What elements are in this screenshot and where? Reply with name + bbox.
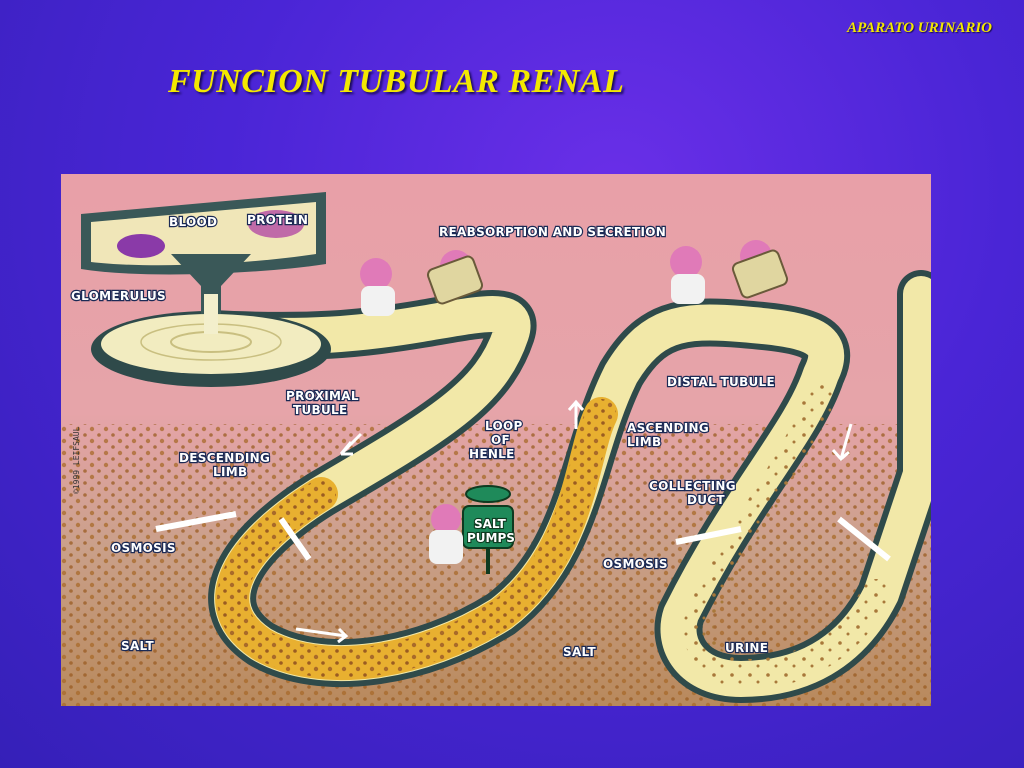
worker-figure-icon [360,258,395,316]
flow-arrow [567,399,585,429]
collecting-duct-dots [683,379,891,690]
tubule-diagram-svg: BLOOD PROTEIN REABSORPTION AND SECRETION… [61,192,931,706]
illustration-credit: ©1999 LEIFSAUL [72,426,81,494]
label-loop-2: OF [491,433,510,447]
worker-figure-icon [429,504,463,564]
label-loop-3: HENLE [469,447,515,461]
flow-arrow [295,627,349,644]
osmosis-arrow [278,517,312,561]
funnel [171,254,251,314]
label-salt-pumps-1: SALT [474,517,507,531]
kidney-tubule-illustration: BLOOD PROTEIN REABSORPTION AND SECRETION… [61,174,931,706]
slide-title: FUNCION TUBULAR RENAL [168,63,625,100]
funnel-stream [204,294,218,334]
salt-pump-machine [462,485,514,574]
glomerulus-fluid [101,314,321,374]
slide-header: APARATO URINARIO [847,20,992,36]
label-ascending-2: LIMB [627,435,661,449]
worker-figure-icon [670,246,705,304]
label-collecting-1: COLLECTING [649,479,736,493]
jar-icon [731,249,789,299]
osmosis-arrow [155,511,237,532]
label-collecting-2: DUCT [687,493,725,507]
label-proximal-1: PROXIMAL [286,389,359,403]
label-proximal-2: TUBULE [293,403,347,417]
protein-blob-icon [248,210,304,238]
label-protein: PROTEIN [247,213,308,227]
label-loop-1: LOOP [485,419,523,433]
loop-salt-dots [217,399,616,679]
flow-arrow [339,432,363,456]
label-osmosis-right: OSMOSIS [603,557,668,571]
osmosis-arrow [837,516,891,562]
label-descending-1: DESCENDING [179,451,270,465]
osmosis-arrow [675,526,742,545]
label-reabsorption: REABSORPTION AND SECRETION [439,225,666,239]
blood-cell-icon [117,234,165,258]
label-osmosis-left: OSMOSIS [111,541,176,555]
label-salt-center: SALT [563,645,596,659]
label-salt-left: SALT [121,639,154,653]
label-glomerulus: GLOMERULUS [71,289,166,303]
label-distal-tubule: DISTAL TUBULE [667,375,775,389]
label-ascending-1: ASCENDING [627,421,709,435]
jar-icon [426,255,484,305]
label-salt-pumps-2: PUMPS [467,531,515,545]
label-descending-2: LIMB [213,465,247,479]
label-blood: BLOOD [169,215,217,229]
label-urine: URINE [725,641,768,655]
flow-arrow [831,423,853,462]
